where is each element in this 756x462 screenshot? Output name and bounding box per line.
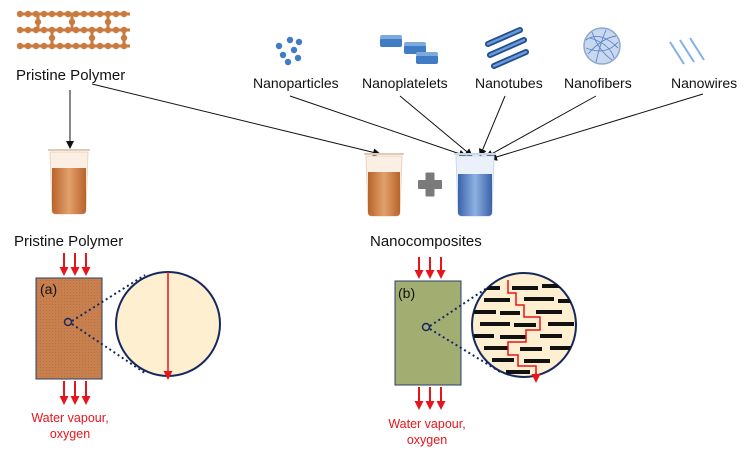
zoom-line-top-a — [71, 274, 146, 322]
magnify-point-b — [421, 322, 431, 332]
nanofibers-label: Nanofibers — [564, 75, 632, 91]
panel-a-caption-line2: oxygen — [50, 427, 90, 441]
pristine-polymer-heading: Pristine Polymer — [14, 233, 123, 250]
outgoing-arrows-a — [59, 381, 91, 405]
outgoing-arrows-b — [414, 387, 446, 410]
nanoparticles-label: Nanoparticles — [253, 75, 339, 91]
magnify-point-a — [63, 317, 73, 327]
arrow-from-nanofibers — [485, 95, 597, 158]
panel-a-caption-line1: Water vapour, — [31, 411, 108, 425]
nanowires-label: Nanowires — [671, 75, 737, 91]
panel-b-caption-line2: oxygen — [407, 433, 447, 447]
arrow-from-nanotubes — [479, 95, 506, 157]
tortuous-diffusion-path — [507, 280, 541, 377]
incoming-arrows-a — [59, 253, 91, 276]
panel-b-tag: (b) — [398, 285, 415, 301]
nanocomposites-heading: Nanocomposites — [370, 233, 482, 250]
incoming-arrows-b — [414, 257, 446, 279]
arrow-from-nanoplatelets — [399, 95, 473, 157]
arrow-to-matrix-beaker — [91, 83, 381, 157]
nanotubes-icon — [485, 27, 529, 69]
nanofibers-icon — [583, 27, 621, 65]
nanocomposite-film — [394, 280, 462, 386]
zoom-line-bottom-b — [429, 328, 503, 374]
nanofiller-platelets — [474, 284, 576, 374]
arrow-from-nanoparticles — [289, 95, 467, 158]
plus-icon — [418, 172, 442, 197]
nanoplatelets-label: Nanoplatelets — [362, 75, 448, 91]
process-arrows — [66, 83, 704, 161]
nanowires-icon — [669, 37, 705, 65]
panel-b-caption-line1: Water vapour, — [388, 417, 465, 431]
nanoparticles-icon — [275, 36, 303, 66]
panel-b: (b) Water vapour, oxyge — [388, 257, 577, 447]
matrix-beaker-icon — [364, 153, 404, 217]
panel-a: (a) Water vapour, oxygen — [31, 253, 221, 441]
nanoplatelets-icon — [380, 35, 438, 64]
panel-a-tag: (a) — [40, 281, 57, 297]
nanocomposite-beaker-icon — [454, 153, 496, 217]
pristine-polymer-film — [35, 277, 103, 380]
pristine-beaker-icon — [48, 149, 90, 215]
pristine-polymer-label: Pristine Polymer — [16, 67, 125, 84]
polymer-chain-icon — [16, 10, 130, 50]
nanotubes-label: Nanotubes — [475, 75, 543, 91]
arrow-from-nanowires — [489, 93, 704, 161]
